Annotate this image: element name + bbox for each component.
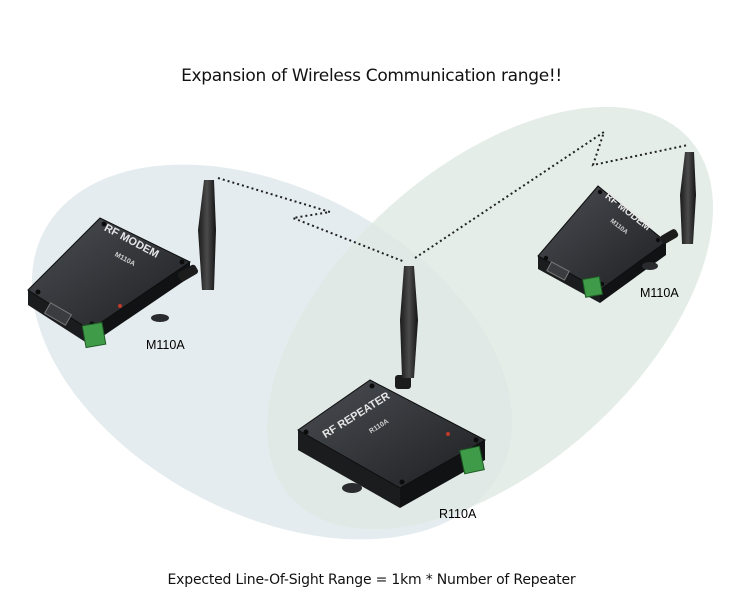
range-formula-caption: Expected Line-Of-Sight Range = 1km * Num… (167, 572, 576, 588)
diagram-title: Expansion of Wireless Communication rang… (181, 66, 562, 86)
rf-modem-left: RF MODEM M110A (27, 180, 216, 349)
modem-left-caption: M110A (146, 338, 185, 352)
modem-right-caption: M110A (640, 286, 679, 300)
wireless-link-right (414, 129, 689, 259)
repeater-caption: R110A (439, 507, 477, 521)
rf-modem-right: RF MODEM M110A (537, 152, 696, 303)
wireless-link-left (217, 177, 406, 263)
